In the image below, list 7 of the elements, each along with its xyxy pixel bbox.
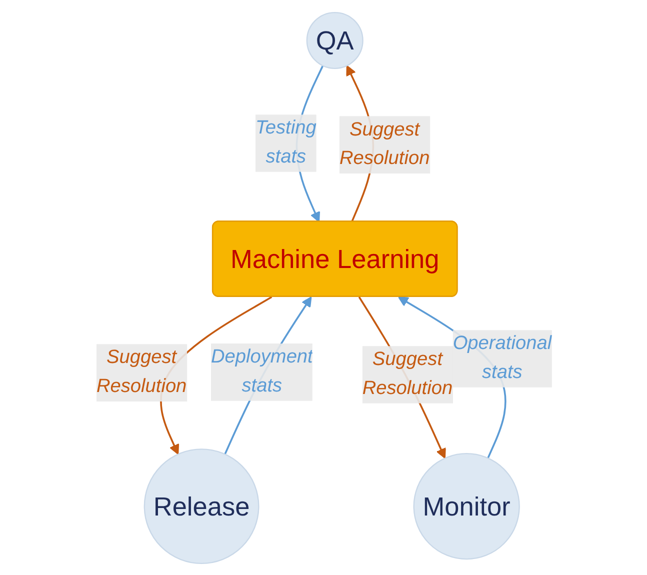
node-circle: QA — [306, 11, 363, 68]
edge-label: Suggest Resolution — [362, 349, 452, 398]
node-circle: Monitor — [412, 452, 520, 560]
node-circle: Release — [143, 448, 259, 564]
edge-label: Suggest Resolution — [338, 119, 430, 168]
edge-label: Testing stats — [254, 118, 316, 167]
edge-label: Suggest Resolution — [96, 347, 186, 396]
